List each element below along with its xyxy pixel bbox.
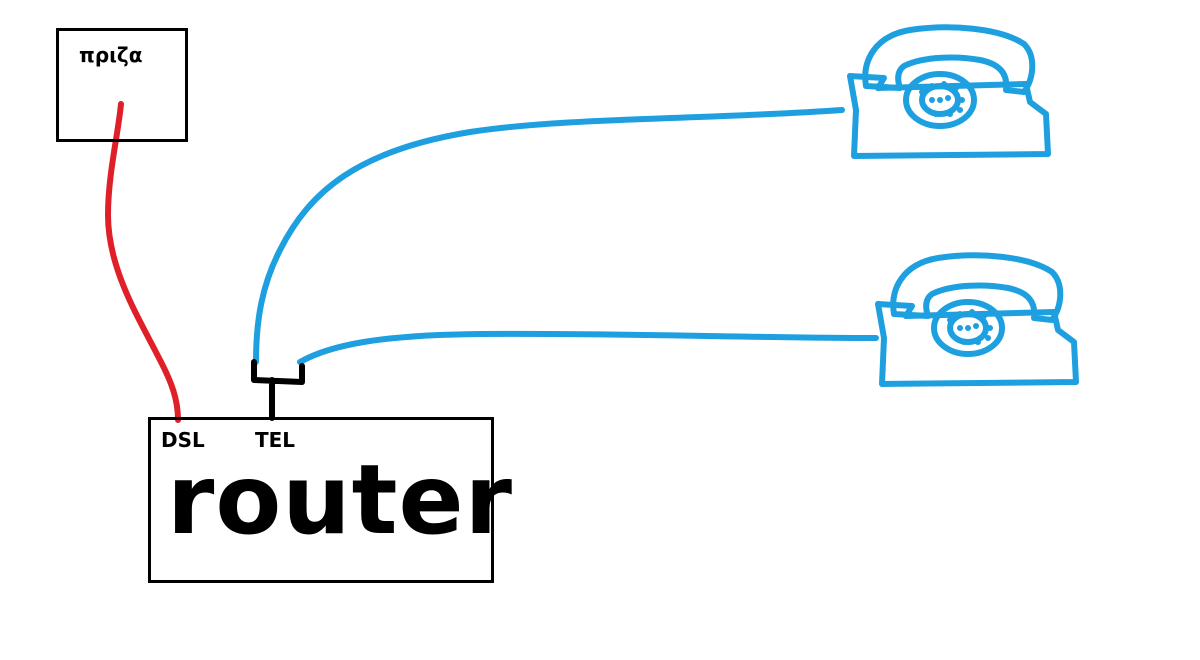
wall-socket-box: πριζα [56,28,188,142]
tel-port-label: TEL [255,428,296,452]
wall-socket-label: πριζα [79,43,143,67]
dsl-port-label: DSL [161,428,205,452]
phone-cable-bottom [297,330,879,365]
dsl-cable [105,101,181,423]
tel-splitter [251,359,305,421]
telephone-icon [847,24,1051,159]
router-box: DSL TEL router [148,417,512,583]
router-label: router [167,444,513,556]
telephone-icon [875,252,1079,387]
phone-cable-top [253,107,845,365]
